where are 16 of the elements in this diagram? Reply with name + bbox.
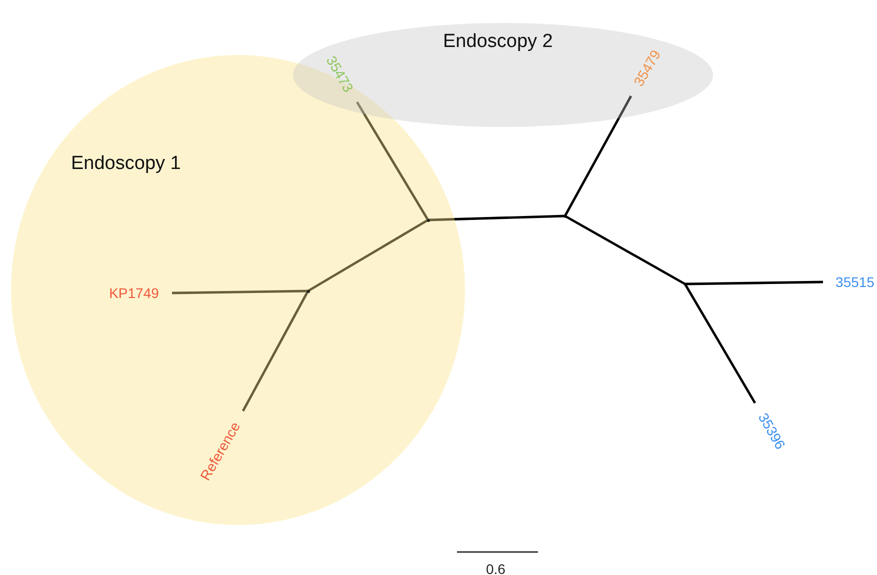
tree-branch — [684, 280, 824, 286]
tree-branch — [307, 218, 429, 292]
branch-point — [426, 218, 430, 222]
scale-label: 0.6 — [486, 561, 506, 575]
tree-branch — [684, 283, 756, 404]
tree-branch — [564, 95, 632, 217]
taxon-label: KP1749 — [109, 286, 159, 300]
cluster-label: Endoscopy 1 — [71, 153, 181, 175]
tree-branch — [356, 101, 430, 221]
tree-branch — [564, 214, 686, 286]
tree-branch — [242, 290, 310, 412]
cluster-label: Endoscopy 2 — [443, 31, 553, 53]
taxon-label: 35515 — [836, 275, 874, 289]
tree-branch — [428, 214, 566, 222]
tree-branch — [172, 290, 308, 294]
branch-point — [306, 290, 310, 292]
